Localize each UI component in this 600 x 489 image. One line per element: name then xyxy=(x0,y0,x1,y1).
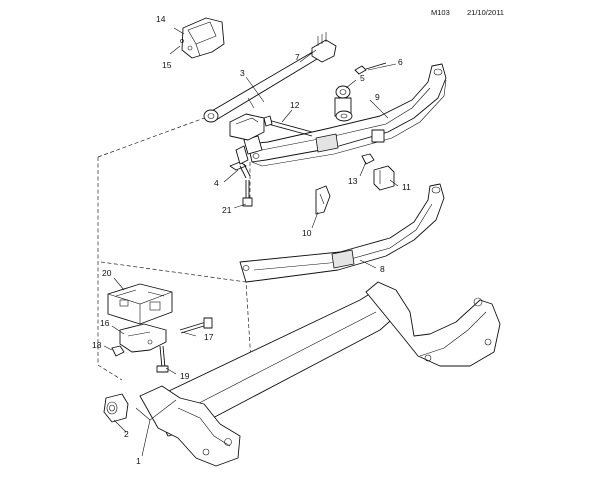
clip-10 xyxy=(315,185,331,215)
rear-axle-1 xyxy=(139,281,501,467)
bolt-21 xyxy=(242,180,253,207)
diagram-code: M103 xyxy=(431,8,450,17)
module-20 xyxy=(107,283,173,325)
crossmember-9 xyxy=(243,63,447,167)
bolt-4 xyxy=(229,145,251,179)
callout-12: 12 xyxy=(290,100,300,110)
diagram-date: 21/10/2011 xyxy=(467,8,504,17)
bracket-16 xyxy=(119,323,167,353)
callout-20: 20 xyxy=(102,268,112,278)
bolt-17 xyxy=(179,317,213,334)
callout-2: 2 xyxy=(124,429,129,439)
nut-18 xyxy=(111,345,125,357)
callout-10: 10 xyxy=(302,228,312,238)
crossmember-8 xyxy=(239,183,445,283)
mount-block xyxy=(229,113,265,141)
dashed-boundary-lower xyxy=(100,261,253,379)
callout-19: 19 xyxy=(180,371,190,381)
bracket-11 xyxy=(373,165,395,191)
callout-5: 5 xyxy=(360,73,365,83)
callout-4: 4 xyxy=(214,178,219,188)
callout-7: 7 xyxy=(295,52,300,62)
callout-14: 14 xyxy=(156,14,166,24)
callout-15: 15 xyxy=(162,60,172,70)
callout-16: 16 xyxy=(100,318,110,328)
callout-3: 3 xyxy=(240,68,245,78)
callout-8: 8 xyxy=(380,264,385,274)
nut-13 xyxy=(361,153,375,165)
callout-9: 9 xyxy=(375,92,380,102)
bracket-14 xyxy=(180,17,225,59)
callout-13: 13 xyxy=(348,176,358,186)
bushing-5 xyxy=(334,85,353,122)
callout-21: 21 xyxy=(222,205,232,215)
callout-17: 17 xyxy=(204,332,214,342)
tie-bar-3 xyxy=(203,32,337,123)
callout-6: 6 xyxy=(398,57,403,67)
bolt-19 xyxy=(156,345,169,373)
leader-lines xyxy=(103,27,399,457)
callout-11: 11 xyxy=(402,182,411,192)
bolt-6 xyxy=(354,62,387,75)
callout-1: 1 xyxy=(136,456,141,466)
dashed-boundary-top xyxy=(97,157,123,381)
bolt-12 xyxy=(263,115,313,137)
callout-18: 18 xyxy=(92,340,102,350)
bushing-2 xyxy=(103,393,129,423)
